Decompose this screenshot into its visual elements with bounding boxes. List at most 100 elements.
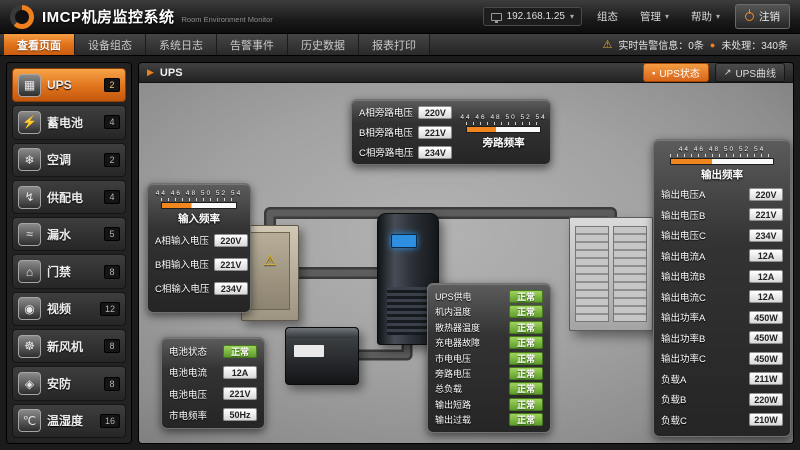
metric-row: B相输入电压 221V [155,257,248,271]
gauge-scale: 44 46 48 50 52 54 [155,190,243,197]
metric-label: 负载A [661,374,687,386]
grid-icon: ▪ [652,67,656,78]
sidebar-item[interactable]: ≈ 漏水 5 [12,217,126,252]
menu-help-label: 帮助 [690,11,712,23]
battery-device[interactable] [285,327,359,385]
sidebar-item-label: 安防 [47,377,72,392]
gauge-ticks [161,198,237,201]
status-badge: 正常 [509,351,543,365]
battery-top [286,328,358,338]
high-voltage-warning-icon: ⚠ [263,252,277,268]
breadcrumb-arrow-icon: ▶ [147,67,154,77]
sidebar-item[interactable]: ☸ 新风机 8 [12,329,126,364]
metric-value: 450W [749,310,783,324]
nav-tabs: 查看页面 设备组态 系统日志 告警事件 历史数据 报表打印 [0,34,430,55]
titlebar-buttons: ▪ UPS状态 ↗ UPS曲线 [643,63,785,82]
gauge-scale: 44 46 48 50 52 54 [460,114,547,121]
device-icon: ↯ [18,185,41,209]
sidebar-item-label: 温湿度 [47,414,84,429]
metric-row: 负载A 211W [661,372,783,386]
metric-value: 12A [223,365,257,379]
sidebar-item[interactable]: ⚡ 蓄电池 4 [12,105,126,140]
cabinet-door [250,232,290,310]
metric-value: 210W [749,413,783,427]
metric-value: 221V [418,125,453,139]
ups-device[interactable] [377,213,439,345]
menu-help-button[interactable]: 帮助 ▾ [684,5,727,28]
power-cabinet[interactable] [569,217,653,331]
ups-curve-label: UPS曲线 [735,69,776,80]
metric-label: 输出功率A [661,313,706,325]
menu-manage-button[interactable]: 管理 ▾ [633,5,676,28]
unhandled-alert-text[interactable]: 未处理：340条 [721,41,788,52]
logout-label: 注销 [759,11,780,23]
metric-label: C相输入电压 [155,284,210,295]
metric-row: UPS供电 正常 [435,290,543,303]
sidebar-item[interactable]: ❄ 空调 2 [12,142,126,177]
sidebar-item[interactable]: ⌂ 门禁 8 [12,254,126,289]
metric-row: A相输入电压 220V [155,233,248,247]
bypass-rows: A相旁路电压 220V B相旁路电压 221V C相旁路电压 234V [359,105,453,159]
device-sidebar: ▦ UPS 2 ⚡ 蓄电池 4 ❄ 空调 2 ↯ 供配电 4 [6,62,132,444]
metric-label: 负载B [661,395,687,407]
app-subtitle: Room Environment Monitor [181,15,273,24]
metric-label: UPS供电 [435,292,472,302]
ups-status-button[interactable]: ▪ UPS状态 [643,63,709,82]
metric-row: 电池状态 正常 [169,344,257,358]
status-badge: 正常 [509,305,543,319]
metric-row: 输出功率A 450W [661,310,783,324]
gauge-ticks [466,122,541,125]
metric-value: 450W [749,351,783,365]
warning-icon: ⚠ [602,39,613,51]
content: ▦ UPS 2 ⚡ 蓄电池 4 ❄ 空调 2 ↯ 供配电 4 [0,56,800,450]
metric-value: 450W [749,331,783,345]
sidebar-item[interactable]: ◉ 视频 12 [12,291,126,327]
device-count-badge: 8 [104,376,120,391]
device-count-badge: 2 [104,152,120,167]
metric-row: 输出电压A 220V [661,187,783,201]
menu-config-button[interactable]: 组态 [590,5,625,28]
metric-value: 12A [749,269,783,283]
sidebar-item-label: 蓄电池 [47,115,84,130]
battery-rows: 电池状态 正常 电池电流 12A 电池电压 221V [169,344,257,422]
input-rows: A相输入电压 220V B相输入电压 221V C相输入电压 234V [155,233,249,295]
sidebar-item-label: 空调 [47,153,72,168]
output-rows: 输出电压A 220V 输出电压B 221V 输出电压C 234V [661,187,783,427]
metric-value: 234V [418,145,453,159]
metric-row: 旁路电压 正常 [435,366,543,380]
page-title: UPS [159,66,183,79]
app-title: IMCP机房监控系统 [42,9,175,26]
ups-curve-button[interactable]: ↗ UPS曲线 [714,63,785,82]
metric-label: 电池电流 [169,368,208,380]
sidebar-item-label: 视频 [47,302,72,317]
nav-tab[interactable]: 告警事件 [217,34,288,55]
metric-value: 220V [749,187,783,201]
nav-tab[interactable]: 报表打印 [359,34,430,55]
gauge-bar [161,202,237,209]
metric-value: 234V [749,228,783,242]
metric-value: 正常 [223,344,257,358]
metric-label: 电池电压 [169,389,208,401]
sidebar-item[interactable]: ▦ UPS 2 [12,68,126,103]
device-count-badge: 16 [99,413,120,428]
device-count-badge: 12 [99,301,120,316]
menu-manage-label: 管理 [639,11,661,23]
logout-button[interactable]: 注销 [735,4,790,29]
server-ip-selector[interactable]: 192.168.1.25 ▾ [482,7,582,26]
sidebar-item-label: UPS [47,78,72,93]
sidebar-item[interactable]: ◈ 安防 8 [12,366,126,401]
gauge-ticks [669,154,775,157]
sidebar-item[interactable]: ↯ 供配电 4 [12,179,126,215]
ups-display-screen [391,234,417,248]
nav-tab[interactable]: 设备组态 [75,34,146,55]
nav-tab[interactable]: 历史数据 [288,34,359,55]
sidebar-item[interactable]: ℃ 温湿度 16 [12,403,126,438]
device-count-badge: 5 [104,227,120,242]
metric-value: 221V [749,208,783,222]
nav-tab[interactable]: 系统日志 [146,34,217,55]
power-icon [745,9,754,21]
main-titlebar: ▶ UPS ▪ UPS状态 ↗ UPS曲线 [139,63,793,83]
metric-value: 211W [749,372,783,386]
metric-row: 市电频率 50Hz [169,408,257,422]
nav-tab[interactable]: 查看页面 [4,34,75,55]
